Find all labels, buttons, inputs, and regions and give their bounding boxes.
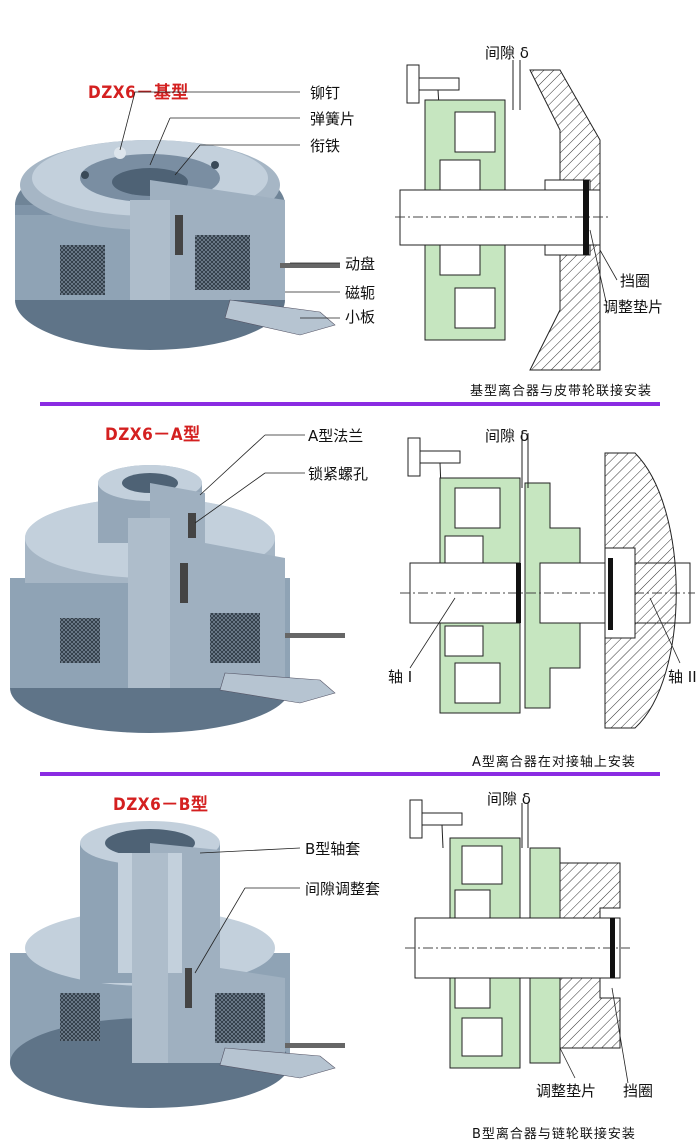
caption-basic: 基型离合器与皮带轮联接安装 <box>470 384 653 399</box>
leader-lines <box>194 847 301 974</box>
section-drawing-type-a <box>400 433 695 729</box>
type-b-clutch-illustration <box>10 799 630 1108</box>
leader-lines <box>119 91 340 319</box>
label-retaining-ring: 挡圈 <box>620 272 651 290</box>
clutch-3d-body <box>15 140 340 350</box>
label-moving-disc: 动盘 <box>345 255 376 273</box>
panel-basic: DZX6－基型 <box>0 0 700 399</box>
type-a-clutch-illustration <box>10 433 695 733</box>
divider-1 <box>40 402 660 406</box>
label-b-sleeve: B型轴套 <box>305 840 361 858</box>
section-drawing-basic <box>395 60 690 395</box>
leader-lines <box>194 434 305 524</box>
label-a-flange: A型法兰 <box>308 427 364 445</box>
label-shim: 调整垫片 <box>536 1082 597 1100</box>
panel-title: DZX6－A型 <box>105 425 201 445</box>
panel-type-b: DZX6－B型 <box>0 778 700 1147</box>
label-small-plate: 小板 <box>345 308 376 326</box>
panel-type-a: DZX6－A型 <box>0 408 700 770</box>
label-armature: 衔铁 <box>310 137 341 155</box>
label-shim: 调整垫片 <box>603 298 664 316</box>
clutch-3d-body <box>10 821 345 1108</box>
basic-clutch-illustration <box>15 60 690 395</box>
label-gap-adjust-sleeve: 间隙调整套 <box>305 880 381 898</box>
label-yoke: 磁轭 <box>345 284 376 302</box>
label-locking-hole: 锁紧螺孔 <box>308 465 369 483</box>
panel-title: DZX6－B型 <box>113 795 209 815</box>
label-gap: 间隙 δ <box>487 790 531 808</box>
panel-title: DZX6－基型 <box>88 83 189 103</box>
label-retaining-ring: 挡圈 <box>623 1082 654 1100</box>
caption-type-b: B型离合器与链轮联接安装 <box>472 1127 636 1142</box>
label-rivet: 铆钉 <box>310 84 341 102</box>
clutch-3d-body <box>10 465 345 733</box>
label-gap: 间隙 δ <box>485 427 529 445</box>
label-shaft-1: 轴 I <box>388 668 413 686</box>
label-spring-plate: 弹簧片 <box>310 110 356 128</box>
label-gap: 间隙 δ <box>485 44 529 62</box>
divider-2 <box>40 772 660 776</box>
label-shaft-2: 轴 II <box>668 668 697 686</box>
section-drawing-type-b <box>405 799 630 1084</box>
caption-type-a: A型离合器在对接轴上安装 <box>472 755 636 770</box>
